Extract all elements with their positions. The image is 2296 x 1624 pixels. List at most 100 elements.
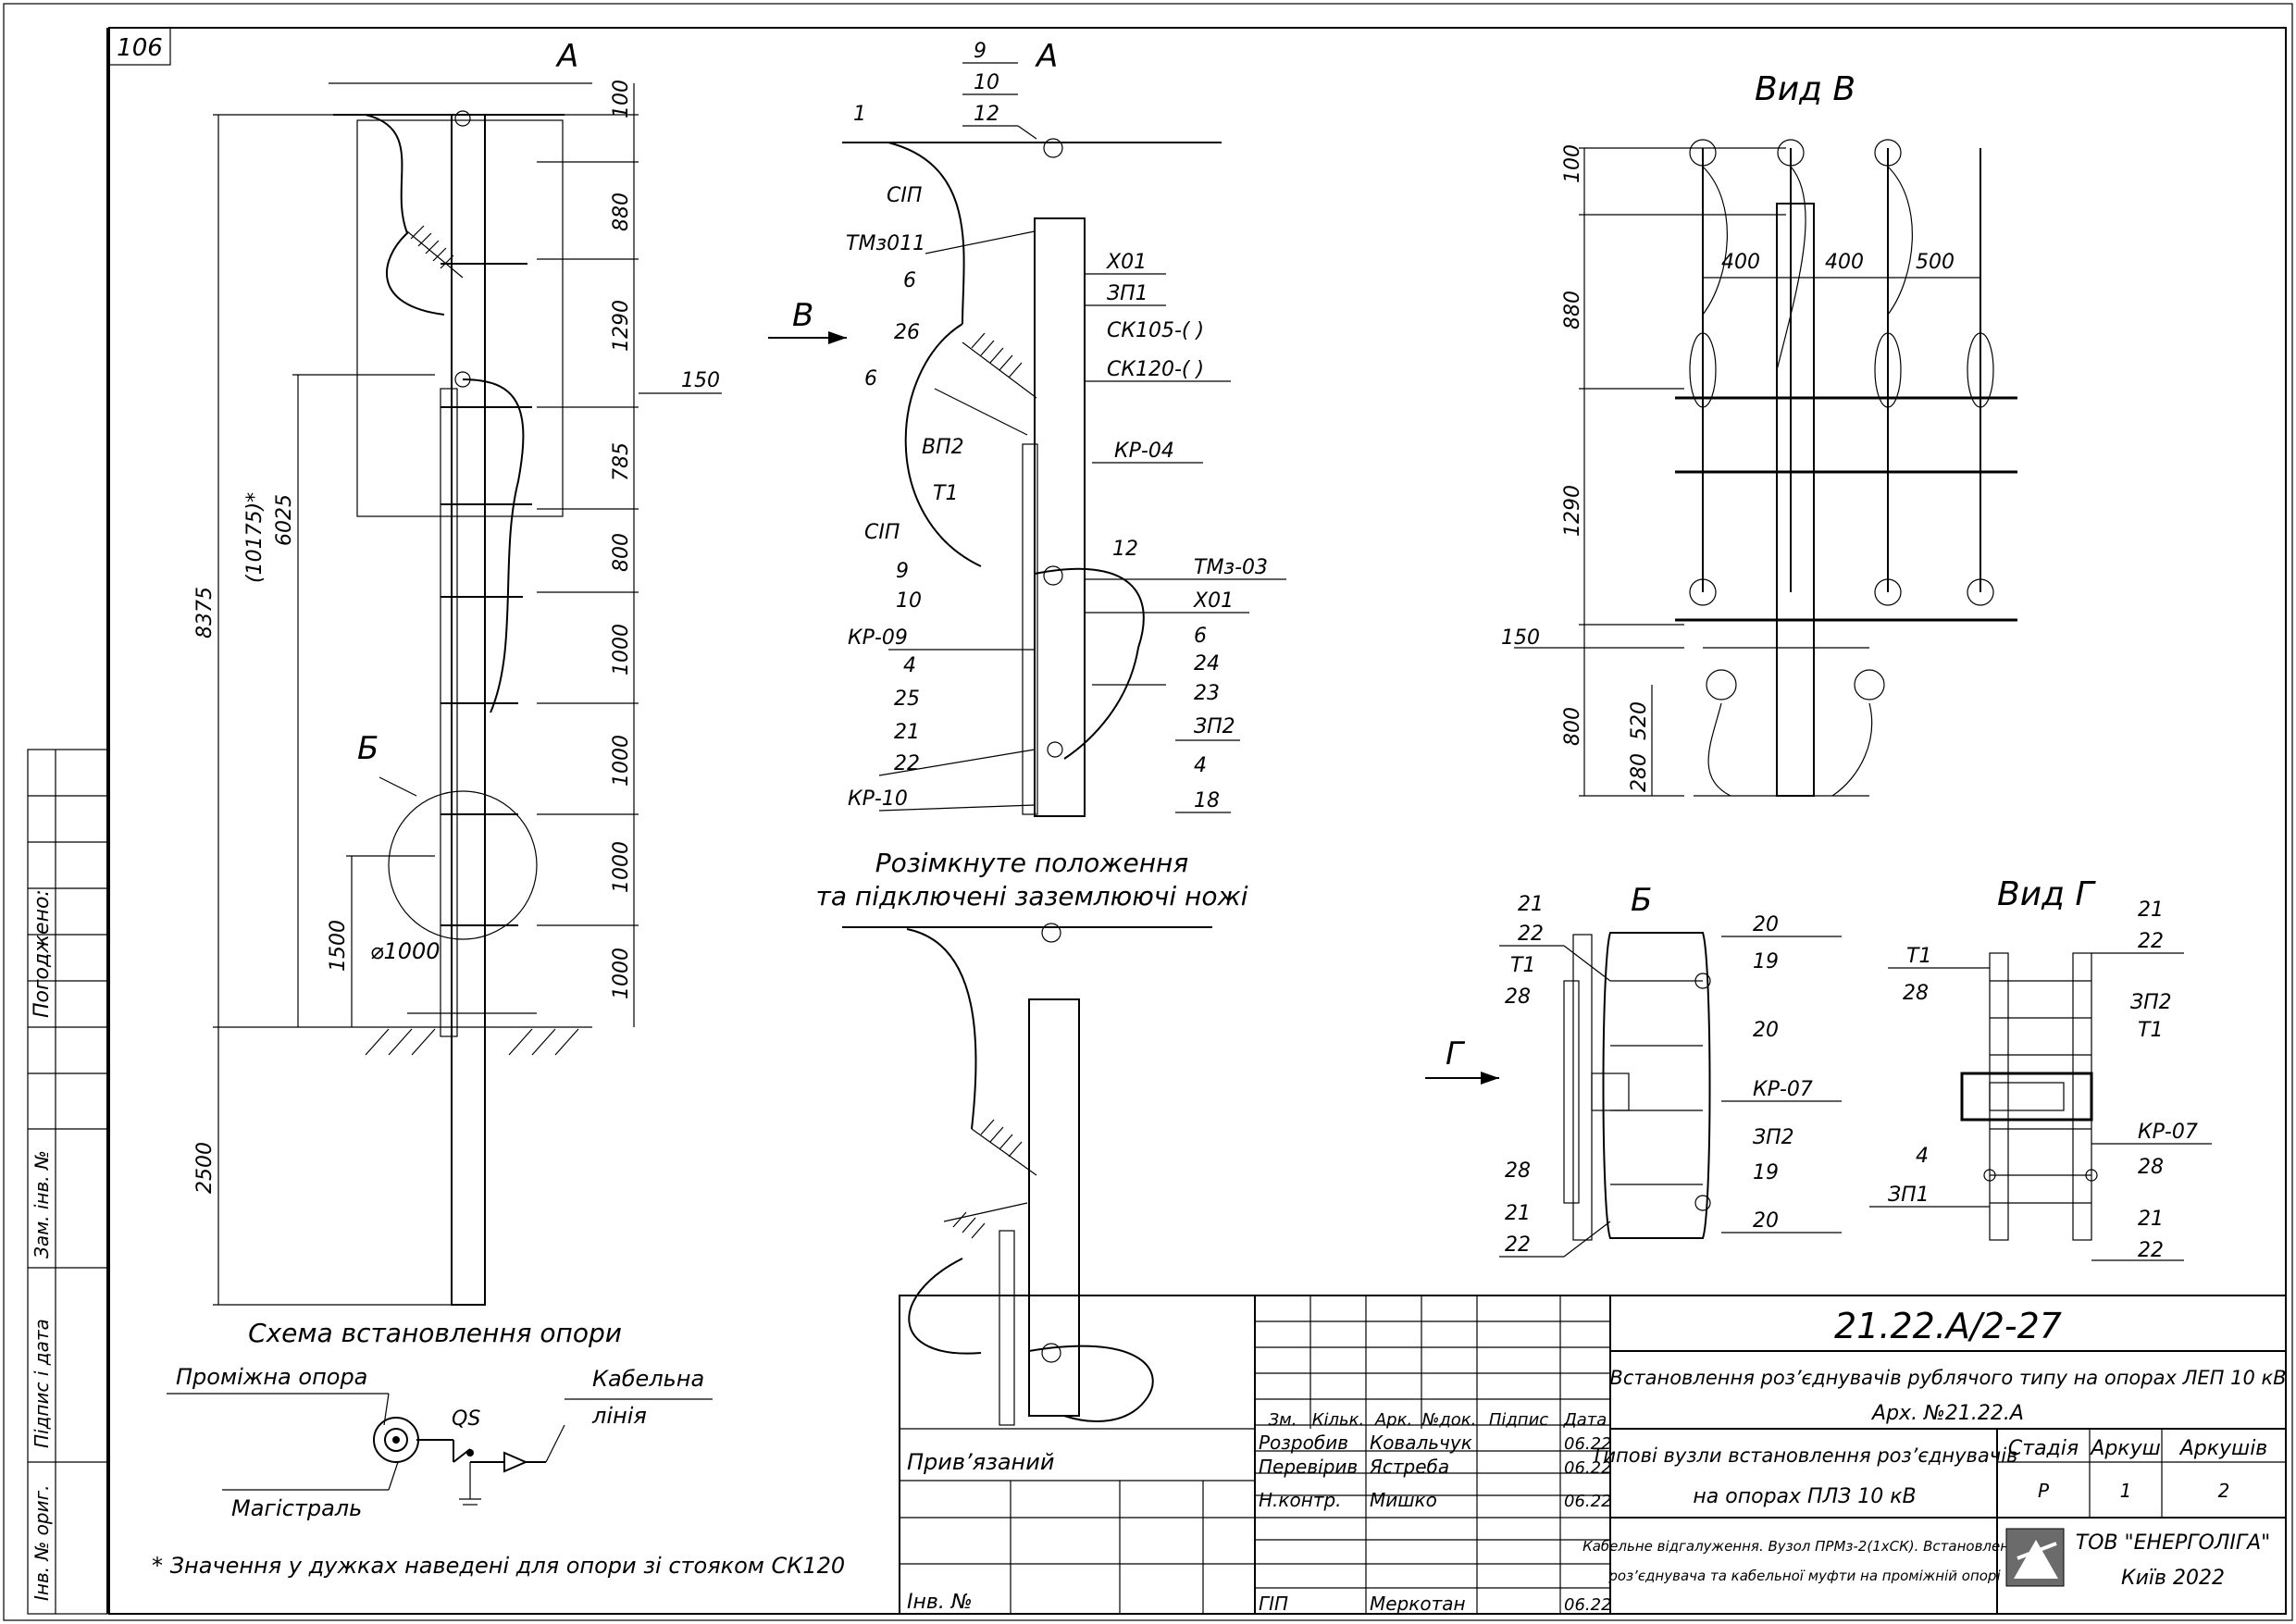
dim-1290: 1290 [610, 300, 633, 352]
g-label-zp1: ЗП1 [1888, 1184, 1930, 1207]
v-dim-800: 800 [1561, 707, 1584, 746]
sign-date-label: Підпис і дата [31, 1319, 53, 1448]
label-zp2: ЗП2 [1194, 715, 1235, 738]
label-top-9: 9 [974, 40, 987, 63]
staff-role-0: Розробив [1259, 1432, 1348, 1454]
b-label-28-bottom: 28 [1505, 1159, 1531, 1183]
label-tmz03: ТМз-03 [1194, 556, 1268, 579]
staff-role-3: ГІП [1259, 1593, 1288, 1615]
view-v: Вид В [1501, 70, 2017, 797]
overall-height-alt: (10175)* [243, 492, 267, 583]
dim-1000-d: 1000 [610, 948, 633, 999]
hdr-change: Зм. [1269, 1410, 1297, 1430]
label-22: 22 [894, 752, 920, 775]
left-view-title: А [555, 38, 578, 75]
g-label-zp2: ЗП2 [2130, 991, 2172, 1014]
g-label-28-right: 28 [2138, 1156, 2164, 1179]
detail-b-pole [1602, 932, 1711, 1239]
replaced-inv-label: Зам. інв. № [31, 1150, 53, 1258]
label-sk120: СК120-( ) [1107, 358, 1204, 381]
open-title-2: та підключені заземлюючі ножі [816, 881, 1248, 911]
label-4-left: 4 [903, 654, 916, 677]
schema-cable-2: лінія [591, 1403, 647, 1429]
label-10: 10 [896, 589, 922, 613]
b-label-28-top: 28 [1505, 986, 1531, 1009]
dim-800: 800 [610, 533, 633, 572]
g-label-22-bottom: 22 [2138, 1239, 2164, 1262]
view-v-title: Вид В [1755, 70, 1855, 108]
detail-b-title: Б [1631, 882, 1652, 919]
schema-cable-1: Кабельна [592, 1366, 704, 1392]
v-dim-500: 500 [1916, 251, 1955, 274]
city-year: Київ 2022 [2121, 1567, 2225, 1590]
schema-footnote: * Значення у дужках наведені для опори з… [152, 1553, 845, 1579]
v-dim-100: 100 [1561, 144, 1584, 183]
v-dim-280: 280 [1628, 753, 1651, 792]
callout-b: Б [357, 730, 379, 767]
side-stamp: Погоджено: Зам. інв. № Підпис і дата Інв… [27, 749, 108, 1615]
b-label-21-bottom: 21 [1505, 1202, 1531, 1225]
b-label-t1: Т1 [1510, 954, 1535, 977]
v-dim-400-b: 400 [1825, 251, 1864, 274]
b-label-19-a: 19 [1753, 950, 1779, 973]
g-label-21-bottom: 21 [2138, 1208, 2164, 1231]
open-pole [1028, 998, 1080, 1417]
b-label-20-c: 20 [1753, 1209, 1779, 1233]
archive-no: Арх. №21.22.А [1870, 1402, 2024, 1425]
label-tmz011: ТМз011 [846, 232, 925, 255]
b-label-kr07: КР-07 [1753, 1078, 1813, 1101]
staff-name-3: Меркотан [1370, 1593, 1466, 1615]
label-25: 25 [894, 688, 920, 711]
doc-code: 21.22.А/2-27 [1834, 1306, 2062, 1346]
label-top-12: 12 [974, 103, 999, 126]
view-a-title: А [1035, 38, 1058, 75]
sheet-value: 1 [2120, 1480, 2132, 1502]
hdr-sheet: Арк. [1374, 1410, 1412, 1430]
dim-785: 785 [610, 442, 633, 481]
label-x01-b: Х01 [1193, 589, 1234, 613]
b-label-20-a: 20 [1753, 913, 1779, 936]
b-label-21-top: 21 [1518, 893, 1544, 916]
hdr-date: Дата [1563, 1410, 1607, 1430]
label-12: 12 [1112, 538, 1138, 561]
label-top-10: 10 [974, 71, 999, 94]
staff-role-2: Н.контр. [1259, 1489, 1342, 1511]
arrow-label-g: Г [1446, 1035, 1466, 1072]
left-pole-view: А [193, 38, 722, 1306]
label-24: 24 [1194, 652, 1220, 676]
cable-end-symbol [503, 1451, 528, 1473]
v-dim-1290: 1290 [1561, 485, 1584, 537]
schema-main-line: Магістраль [231, 1495, 362, 1521]
dim-1000-c: 1000 [610, 841, 633, 893]
view-g: Вид Г Т1 28 4 ЗП1 21 22 ЗП2 Т1 КР-07 28 … [1869, 875, 2212, 1262]
g-label-kr07: КР-07 [2138, 1121, 2198, 1144]
g-label-21-top: 21 [2138, 899, 2164, 922]
detail-frame [356, 119, 564, 517]
b-label-19-b: 19 [1753, 1161, 1779, 1184]
staff-date-2: 06.22 [1564, 1492, 1612, 1511]
schema-switch: QS [452, 1407, 480, 1431]
dim-880: 880 [610, 192, 633, 231]
label-sk105: СК105-( ) [1107, 319, 1204, 342]
open-position-view: Розімкнуте положення та підключені зазем… [816, 848, 1248, 1426]
inv-no-label: Інв. № [907, 1591, 973, 1614]
label-23: 23 [1194, 682, 1220, 705]
view-a: А В 9 10 12 1 СІП ТМз011 6 26 6 [768, 38, 1286, 817]
sheet-desc-1: Кабельне відгалуження. Вузол ПРМз-2(1хСК… [1582, 1538, 2027, 1555]
staff-role-1: Перевірив [1259, 1456, 1358, 1478]
label-9: 9 [896, 560, 909, 583]
dim-100: 100 [610, 80, 633, 118]
dim-1000-a: 1000 [610, 624, 633, 676]
schema-title: Схема встановлення опори [248, 1318, 622, 1348]
subtitle-1: Типові вузли встановлення роз’єднувачів [1592, 1444, 2018, 1467]
label-kr04: КР-04 [1114, 440, 1174, 463]
overall-height: 8375 [193, 587, 217, 638]
g-label-t1-right: Т1 [2138, 1019, 2163, 1042]
hdr-qty: Кільк. [1312, 1410, 1365, 1430]
dim-1500: 1500 [327, 920, 350, 972]
staff-date-0: 06.22 [1564, 1434, 1612, 1454]
v-dim-880: 880 [1561, 291, 1584, 329]
label-x01: Х01 [1106, 251, 1147, 274]
hdr-docno: №док. [1421, 1410, 1477, 1430]
installation-schema: Схема встановлення опори Проміжна опора … [152, 1318, 845, 1579]
